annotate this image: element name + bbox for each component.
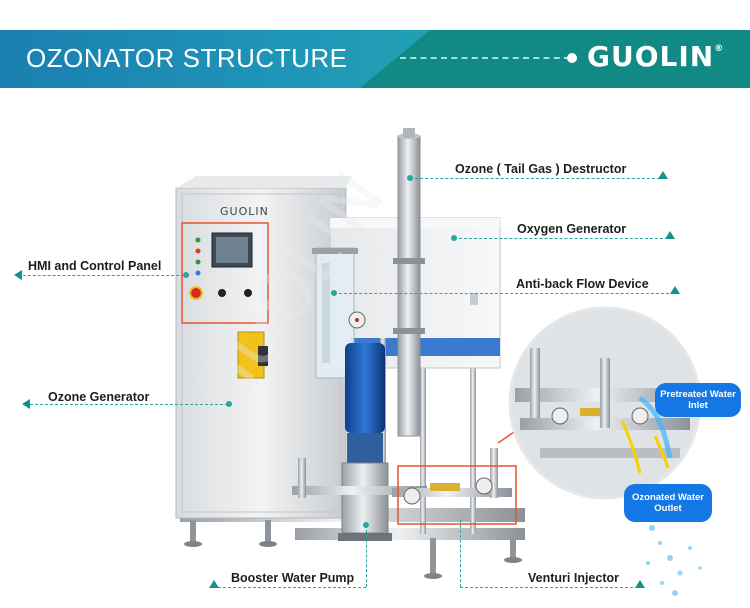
point-oxygen — [451, 235, 457, 241]
label-tail-gas-destructor: Ozone ( Tail Gas ) Destructor — [455, 162, 627, 176]
arrow-venturi — [635, 580, 645, 588]
header-teal-panel — [360, 30, 750, 88]
arrow-ozone-gen — [22, 399, 30, 409]
arrow-tail-gas — [658, 171, 668, 179]
arrow-oxygen — [665, 231, 675, 239]
venturi-detail-circle — [508, 306, 702, 500]
arrow-booster — [209, 580, 219, 588]
arrow-anti-back — [670, 286, 680, 294]
point-booster — [363, 522, 369, 528]
leader-ozone-gen — [30, 404, 228, 405]
ozonator-photo: GUOLIN — [175, 128, 702, 596]
bubble-pretreated-inlet: Pretreated Water Inlet — [655, 383, 741, 417]
point-ozone-gen — [226, 401, 232, 407]
point-tail-gas — [407, 175, 413, 181]
bubble-ozonated-outlet: Ozonated Water Outlet — [624, 484, 712, 522]
leader-venturi-vertical — [460, 520, 461, 587]
page-title: OZONATOR STRUCTURE — [26, 43, 348, 73]
header-dot — [567, 53, 577, 63]
header-banner: OZONATOR STRUCTURE GUOLIN® — [0, 30, 750, 88]
label-oxygen-generator: Oxygen Generator — [517, 222, 627, 236]
leader-hmi — [18, 275, 184, 276]
header-blue-panel — [0, 30, 440, 88]
leader-oxygen — [454, 238, 668, 239]
label-anti-back-flow: Anti-back Flow Device — [516, 277, 649, 291]
top-white-band — [0, 0, 750, 30]
header-dashed-line — [400, 57, 570, 59]
label-ozone-generator: Ozone Generator — [48, 390, 150, 404]
piping — [292, 427, 521, 525]
label-venturi-injector: Venturi Injector — [528, 571, 619, 585]
label-hmi-control-panel: HMI and Control Panel — [28, 259, 162, 273]
venturi-highlight-box — [397, 465, 517, 525]
arrow-hmi — [14, 270, 22, 280]
point-anti-back — [331, 290, 337, 296]
water-splash — [646, 525, 702, 596]
leader-booster-vertical — [366, 525, 367, 587]
point-hmi — [183, 272, 189, 278]
booster-pump — [338, 311, 392, 541]
brand-logo: GUOLIN® — [587, 40, 725, 73]
leader-booster — [218, 587, 366, 588]
leader-venturi — [460, 587, 638, 588]
leader-tail-gas — [410, 178, 660, 179]
hmi-highlight-box — [181, 222, 269, 324]
label-booster-pump: Booster Water Pump — [231, 571, 355, 585]
leader-anti-back — [334, 293, 674, 294]
cabinet-brand: GUOLIN — [220, 205, 269, 218]
